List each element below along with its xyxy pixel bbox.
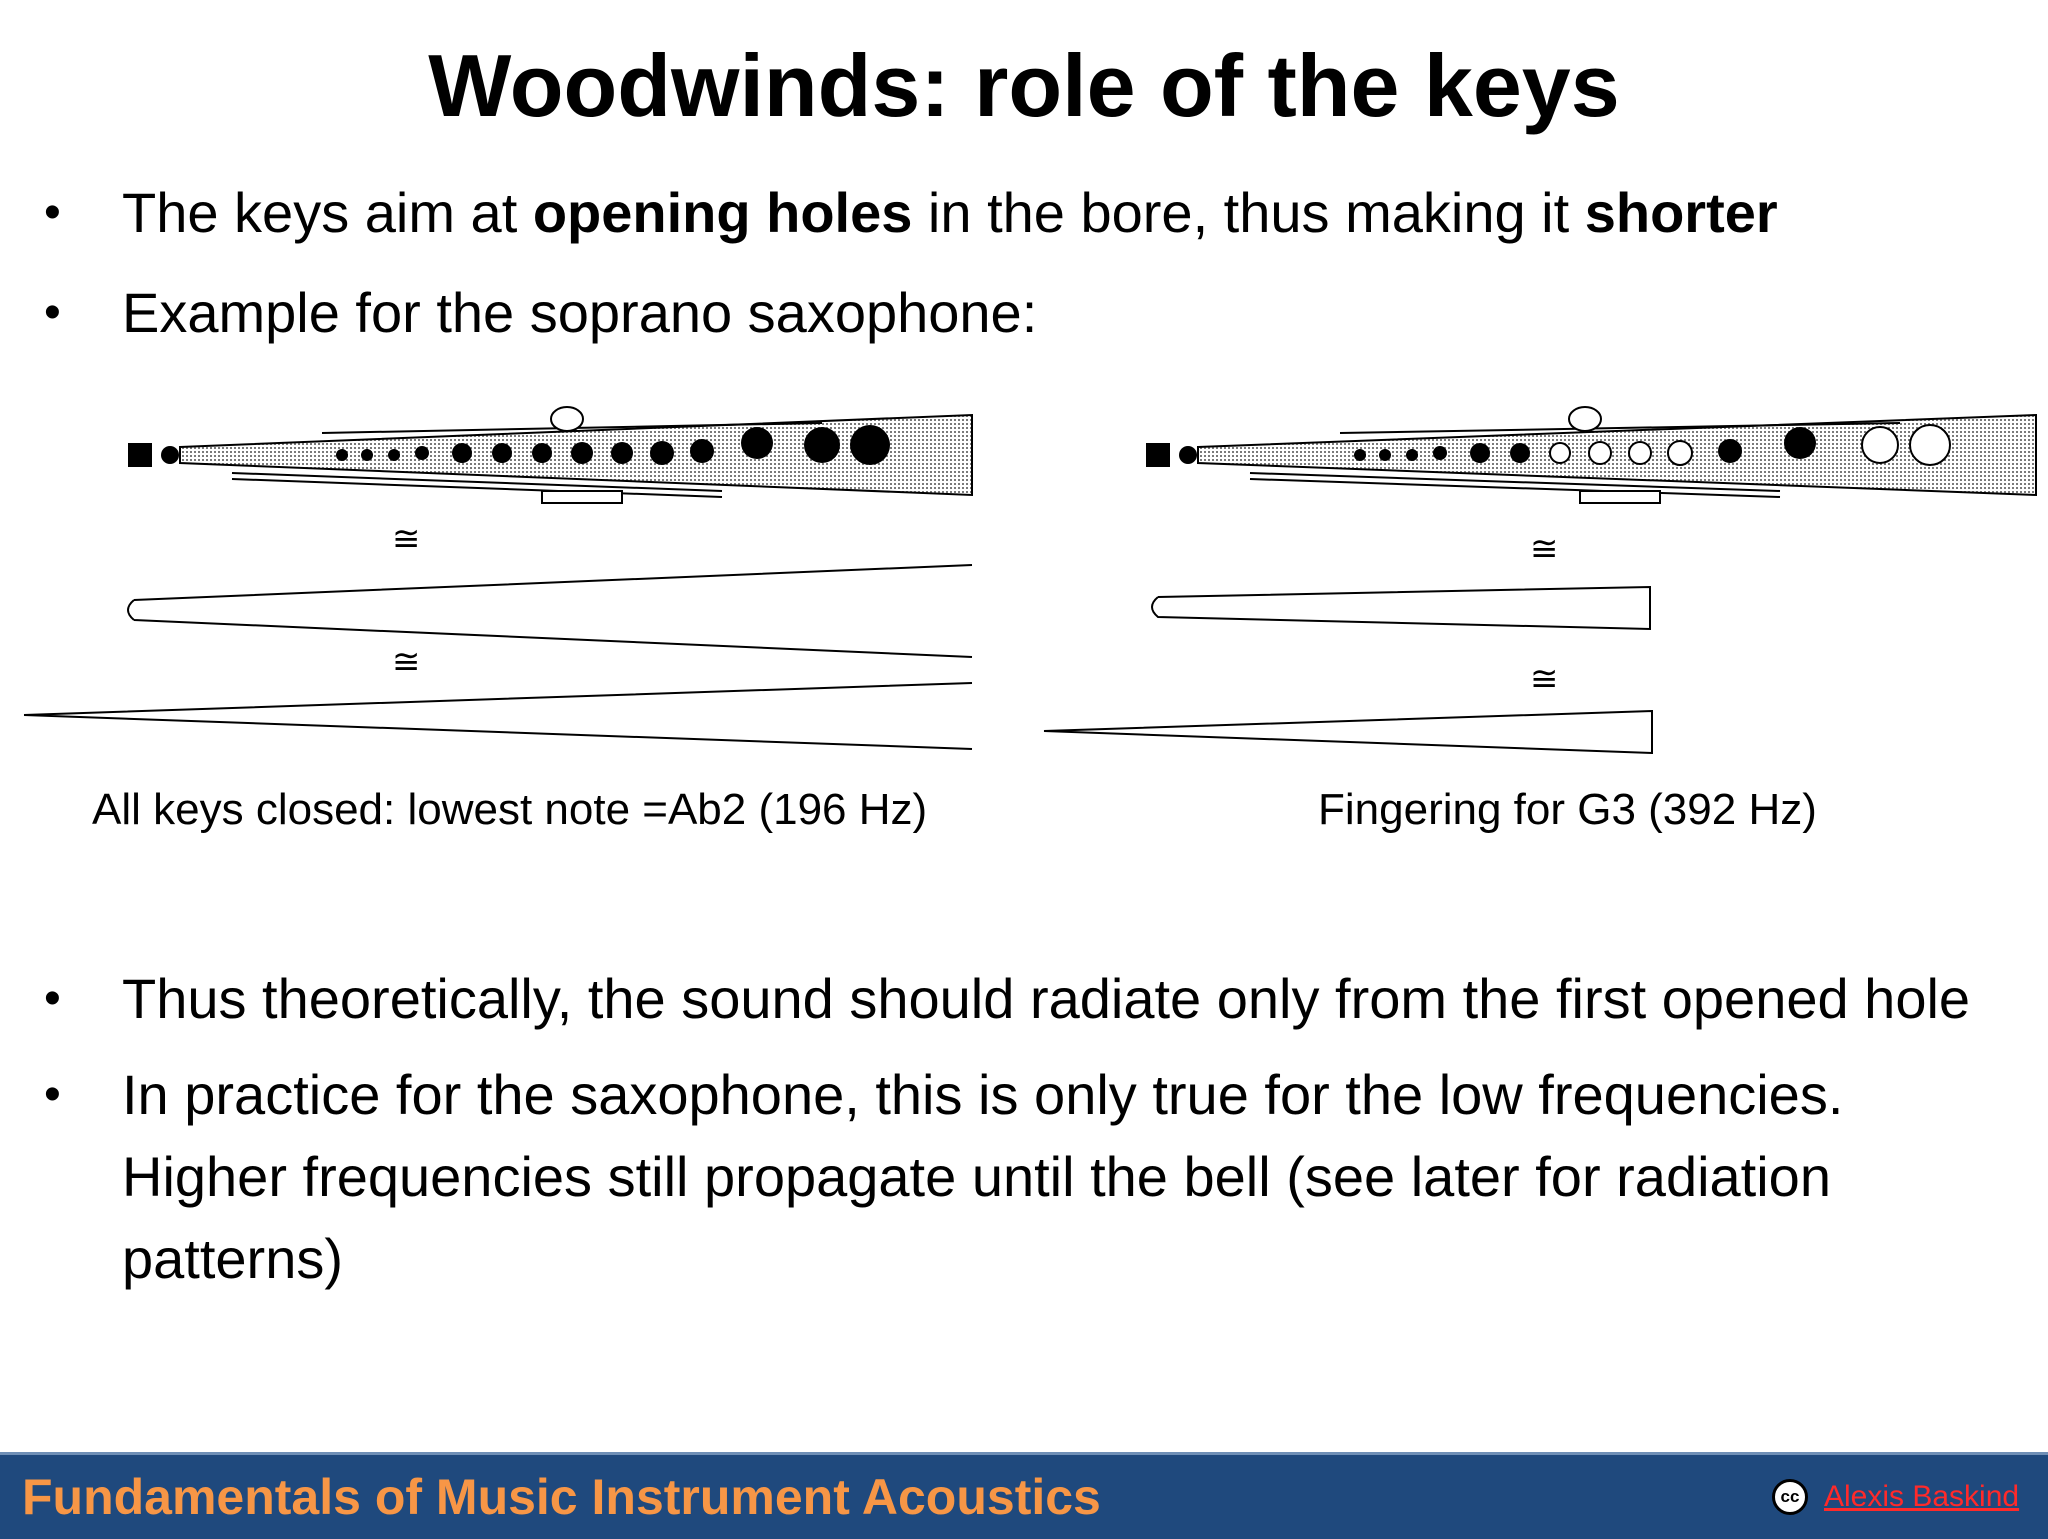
bore-diagram-full-cone <box>23 682 973 750</box>
bullet-text: Example for the soprano saxophone: <box>122 281 1038 344</box>
top-bullet-list: • The keys aim at opening holes in the b… <box>40 172 2020 372</box>
author-link[interactable]: Alexis Baskind <box>1824 1480 2020 1513</box>
bullet-theoretical-radiation: • Thus theoretically, the sound should r… <box>40 958 2020 1040</box>
bullet-dot: • <box>44 286 61 339</box>
approx-symbol: ≅ <box>392 519 421 559</box>
footer-course-title: Fundamentals of Music Instrument Acousti… <box>22 1469 1101 1525</box>
bullet-text: The keys aim at <box>122 181 533 244</box>
saxophone-drawing <box>1146 406 2037 504</box>
bullet-practice-saxophone: • In practice for the saxophone, this is… <box>40 1054 2020 1300</box>
bullet-dot: • <box>44 1068 61 1121</box>
left-figure-caption: All keys closed: lowest note =Ab2 (196 H… <box>92 785 928 834</box>
bullet-text: in the bore, thus making it <box>912 181 1585 244</box>
approx-symbol: ≅ <box>1530 659 1559 699</box>
approx-symbol: ≅ <box>392 642 421 682</box>
bore-diagram-short-cone <box>1151 585 1651 631</box>
sax-all-keys-closed-figure: ≅ ≅ <box>23 406 973 750</box>
approx-symbol: ≅ <box>1530 529 1559 569</box>
bore-diagram-short-cone <box>127 564 973 658</box>
right-figure-caption: Fingering for G3 (392 Hz) <box>1318 785 1817 834</box>
bullet-text: Thus theoretically, the sound should rad… <box>122 967 1971 1030</box>
bullet-bold-text: opening holes <box>532 181 913 244</box>
bullet-keys-open-holes: • The keys aim at opening holes in the b… <box>40 172 2020 254</box>
bullet-dot: • <box>44 186 61 239</box>
bore-diagram-full-cone <box>1043 709 1653 755</box>
sax-g3-fingering-figure: ≅ ≅ <box>1043 406 2037 755</box>
saxophone-drawing <box>128 406 973 504</box>
bullet-text: In practice for the saxophone, this is o… <box>122 1063 1844 1290</box>
bullet-bold-text: shorter <box>1584 181 1778 244</box>
creative-commons-icon: cc <box>1772 1479 1808 1515</box>
slide-title: Woodwinds: role of the keys <box>428 36 1620 135</box>
bullet-example-soprano: • Example for the soprano saxophone: <box>40 272 2020 354</box>
bullet-dot: • <box>44 972 61 1025</box>
footer-bar: Fundamentals of Music Instrument Acousti… <box>0 1452 2048 1539</box>
bottom-bullet-list: • Thus theoretically, the sound should r… <box>40 958 2020 1314</box>
